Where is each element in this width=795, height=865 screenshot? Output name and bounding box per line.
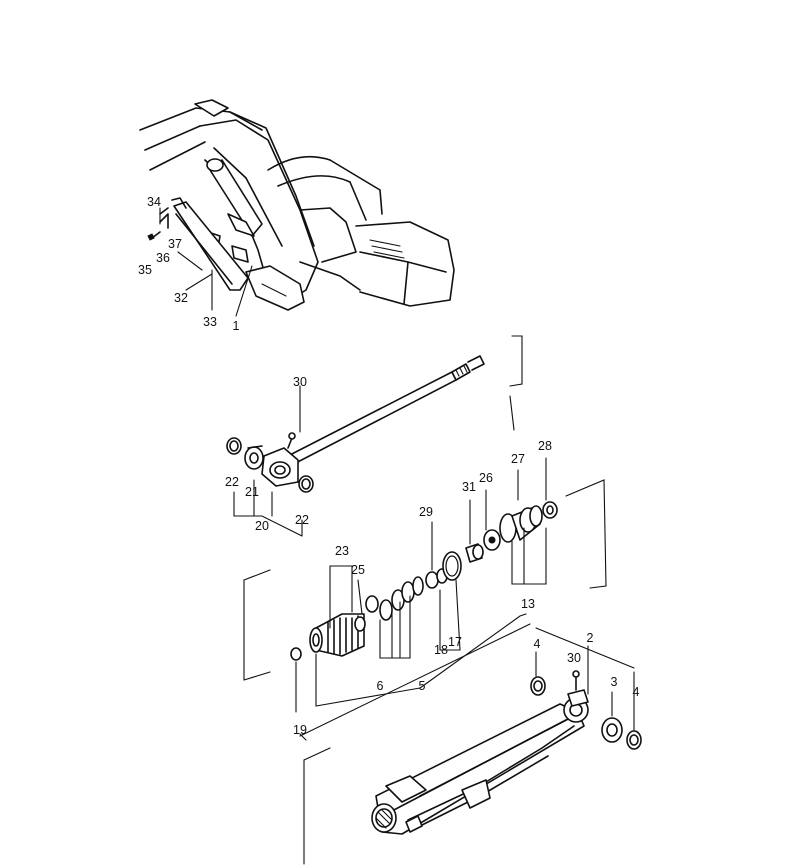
- callout-37: 37: [168, 237, 182, 251]
- callout-6: 6: [377, 679, 384, 693]
- callout-13: 13: [521, 597, 535, 611]
- callout-31: 31: [462, 480, 476, 494]
- piston-rod-assembly: [226, 335, 523, 537]
- piston-seal-group: [243, 457, 607, 741]
- callout-30-rod: 30: [293, 375, 307, 389]
- callout-17: 17: [448, 635, 462, 649]
- callout-25: 25: [351, 563, 365, 577]
- callout-27: 27: [511, 452, 525, 466]
- callout-5: 5: [419, 679, 426, 693]
- callout-29: 29: [419, 505, 433, 519]
- callout-36: 36: [156, 251, 170, 265]
- machine-overview: [139, 99, 455, 317]
- callout-18: 18: [434, 643, 448, 657]
- callout-26: 26: [479, 471, 493, 485]
- callout-32: 32: [174, 291, 188, 305]
- callout-19: 19: [293, 723, 307, 737]
- callout-22-left: 22: [225, 475, 239, 489]
- callout-1: 1: [233, 319, 240, 333]
- callout-22-right: 22: [295, 513, 309, 527]
- callout-35: 35: [138, 263, 152, 277]
- callout-4-right: 4: [633, 685, 640, 699]
- callout-23: 23: [335, 544, 349, 558]
- callout-28: 28: [538, 439, 552, 453]
- cylinder-tube-assembly: [303, 627, 642, 865]
- callout-34: 34: [147, 195, 161, 209]
- callout-labels: 34 37 35 36 32 33 1 30 22 21 20 22 29 31…: [138, 195, 639, 737]
- callout-21: 21: [245, 485, 259, 499]
- callout-20: 20: [255, 519, 269, 533]
- callout-30-tube: 30: [567, 651, 581, 665]
- callout-33: 33: [203, 315, 217, 329]
- callout-2: 2: [587, 631, 594, 645]
- callout-4-left: 4: [534, 637, 541, 651]
- callout-3: 3: [611, 675, 618, 689]
